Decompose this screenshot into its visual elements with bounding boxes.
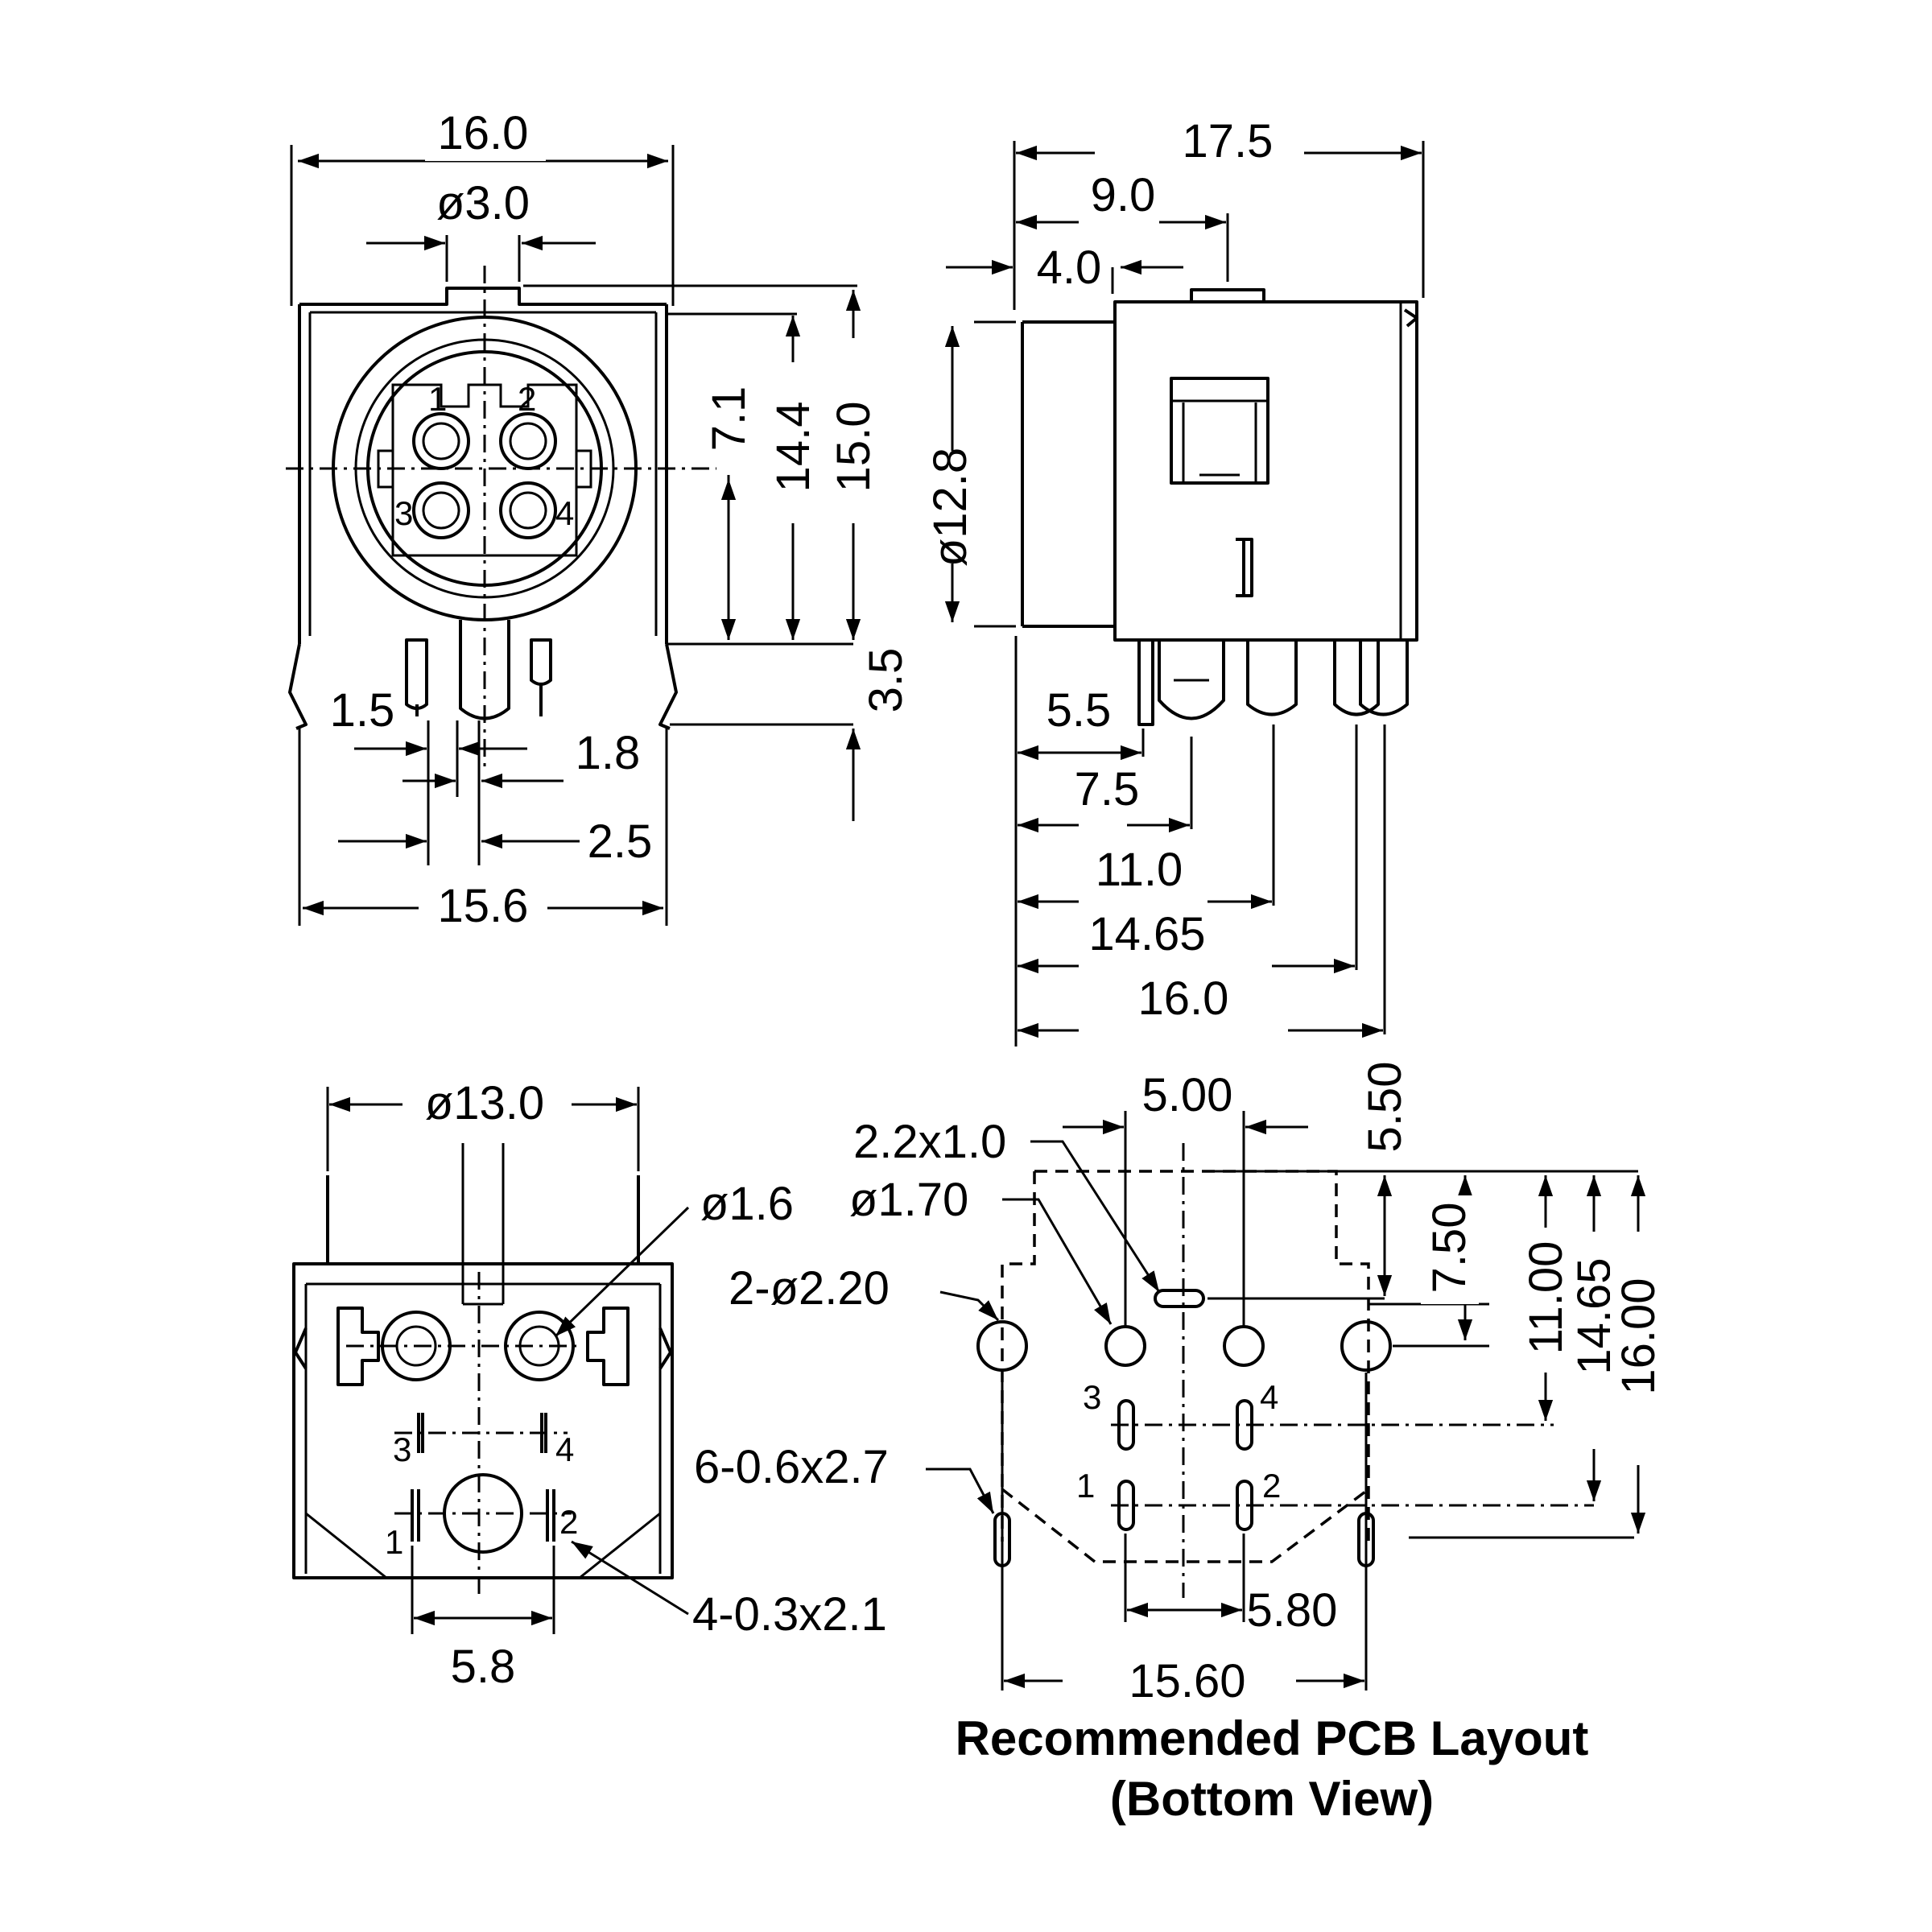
front-height-14-4-label: 14.4 [767,402,819,493]
side-11-0-label: 11.0 [1096,844,1183,896]
side-length-label: 17.5 [1183,115,1274,167]
pcb-16-00-label: 16.00 [1612,1278,1665,1394]
front-height-3-5-label: 3.5 [860,648,912,713]
front-width-label: 16.0 [438,107,529,159]
pcb-5-50-label: 5.50 [1359,1062,1411,1153]
pcb-7-50-label: 7.50 [1423,1203,1476,1294]
front-pin-offset-1-5-label: 1.5 [330,684,395,737]
front-view: 1 2 3 4 [286,103,912,934]
front-pin-2-label: 2 [518,380,536,418]
bottom-diameter-label: ø13.0 [425,1077,544,1129]
front-bottom-width-label: 15.6 [438,880,529,932]
pcb-pin-2-label: 2 [1262,1467,1281,1505]
front-height-15-0-label: 15.0 [828,402,880,493]
pcb-slot-pins-label: 6-0.6x2.7 [694,1441,889,1493]
side-diameter-label: ø12.8 [924,448,976,567]
front-height-7-1-label: 7.1 [703,386,755,452]
front-pin-3-label: 3 [394,494,413,532]
side-16-0-label: 16.0 [1138,972,1229,1025]
front-pin-contacts [412,412,557,539]
side-14-65-label: 14.65 [1088,908,1205,960]
side-pins [1137,640,1409,726]
bottom-pin-size-label: 4-0.3x2.1 [692,1588,887,1641]
side-view: 17.5 9.0 4.0 ø12.8 5.5 7.5 11.0 14.65 16… [918,113,1425,1046]
pcb-subtitle: (Bottom View) [1110,1772,1434,1826]
bottom-pin-4-label: 4 [555,1430,574,1468]
front-pin-1-label: 1 [428,380,447,418]
pcb-layout: 3 4 1 2 2.2x1.0 ø1.70 2-ø2.20 [694,1062,1668,1826]
bottom-pin-2-label: 2 [559,1503,578,1541]
pcb-pin-3-label: 3 [1083,1378,1101,1416]
bottom-hole-dia-label: ø1.6 [700,1178,794,1230]
bottom-pitch-label: 5.8 [451,1641,516,1693]
side-5-5-label: 5.5 [1046,684,1112,737]
bottom-pin-3-label: 3 [393,1430,411,1468]
front-key-dia-label: ø3.0 [436,177,530,229]
pcb-pin-1-label: 1 [1076,1467,1095,1505]
pcb-15-60-label: 15.60 [1129,1655,1245,1707]
pcb-title: Recommended PCB Layout [956,1711,1589,1765]
pcb-5-00-label: 5.00 [1142,1069,1233,1121]
pcb-11-00-label: 11.00 [1520,1241,1572,1355]
front-pin-offset-1-8-label: 1.8 [576,727,641,779]
bottom-view: 3 4 1 2 ø13.0 ø1.6 4-0.3x2.1 5.8 [292,1075,887,1693]
side-7-5-label: 7.5 [1075,763,1140,815]
pcb-hole-2-20-label: 2-ø2.20 [729,1262,890,1315]
side-9-0-label: 9.0 [1091,169,1156,221]
front-pin-4-label: 4 [555,494,574,532]
front-pin-offset-2-5-label: 2.5 [588,815,653,868]
side-4-0-label: 4.0 [1037,242,1102,294]
pcb-pin-4-label: 4 [1260,1378,1278,1416]
pcb-slot-label: 2.2x1.0 [853,1116,1006,1168]
pcb-hole-1-70-label: ø1.70 [849,1174,968,1226]
bottom-pin-1-label: 1 [385,1523,403,1561]
pcb-5-80-label: 5.80 [1247,1584,1338,1637]
